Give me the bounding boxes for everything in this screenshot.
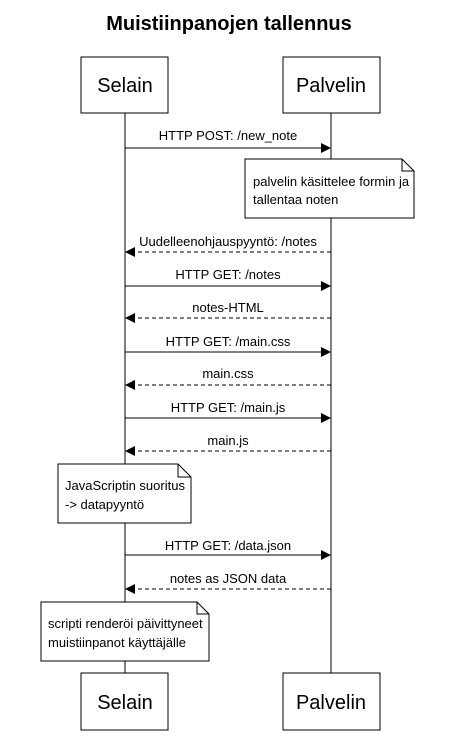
message-label: HTTP GET: /main.css: [166, 334, 291, 349]
message-label: main.css: [202, 366, 254, 381]
message-1: Uudelleenohjauspyyntö: /notes: [125, 234, 331, 257]
message-0: HTTP POST: /new_note: [125, 128, 331, 153]
message-label: HTTP GET: /main.js: [171, 400, 286, 415]
note-line: palvelin käsittelee formin ja: [253, 174, 410, 189]
message-label: notes-HTML: [192, 300, 264, 315]
participant-server-bottom: Palvelin: [282, 672, 381, 731]
note-line: scripti renderöi päivittyneet: [48, 616, 203, 631]
diagram-title: Muistiinpanojen tallennus: [106, 13, 352, 35]
note-js-execution: JavaScriptin suoritus -> datapyyntö: [57, 463, 192, 524]
note-render-notes: scripti renderöi päivittyneet muistiinpa…: [40, 601, 210, 662]
note-server-processing: palvelin käsittelee formin ja tallentaa …: [244, 158, 415, 219]
note-line: -> datapyyntö: [65, 497, 144, 512]
message-label: Uudelleenohjauspyyntö: /notes: [139, 234, 317, 249]
participant-browser-label: Selain: [97, 692, 153, 714]
participant-browser-bottom: Selain: [80, 672, 169, 731]
participant-browser-label: Selain: [97, 75, 153, 97]
message-5: main.css: [125, 366, 331, 390]
message-6: HTTP GET: /main.js: [125, 400, 331, 423]
message-4: HTTP GET: /main.css: [125, 334, 331, 357]
message-label: HTTP POST: /new_note: [159, 128, 298, 143]
note-line: muistiinpanot käyttäjälle: [48, 635, 186, 650]
participant-server-label: Palvelin: [296, 692, 366, 714]
message-2: HTTP GET: /notes: [125, 267, 331, 291]
message-8: HTTP GET: /data.json: [125, 538, 331, 560]
note-line: tallentaa noten: [253, 192, 338, 207]
participant-browser-top: Selain: [80, 56, 169, 114]
message-label: notes as JSON data: [170, 571, 287, 586]
message-label: main.js: [207, 433, 249, 448]
participant-server-label: Palvelin: [296, 75, 366, 97]
message-3: notes-HTML: [125, 300, 331, 323]
note-line: JavaScriptin suoritus: [65, 478, 185, 493]
participant-server-top: Palvelin: [282, 56, 381, 114]
message-7: main.js: [125, 433, 331, 456]
message-9: notes as JSON data: [125, 571, 331, 594]
message-label: HTTP GET: /notes: [175, 267, 281, 282]
message-label: HTTP GET: /data.json: [165, 538, 291, 553]
